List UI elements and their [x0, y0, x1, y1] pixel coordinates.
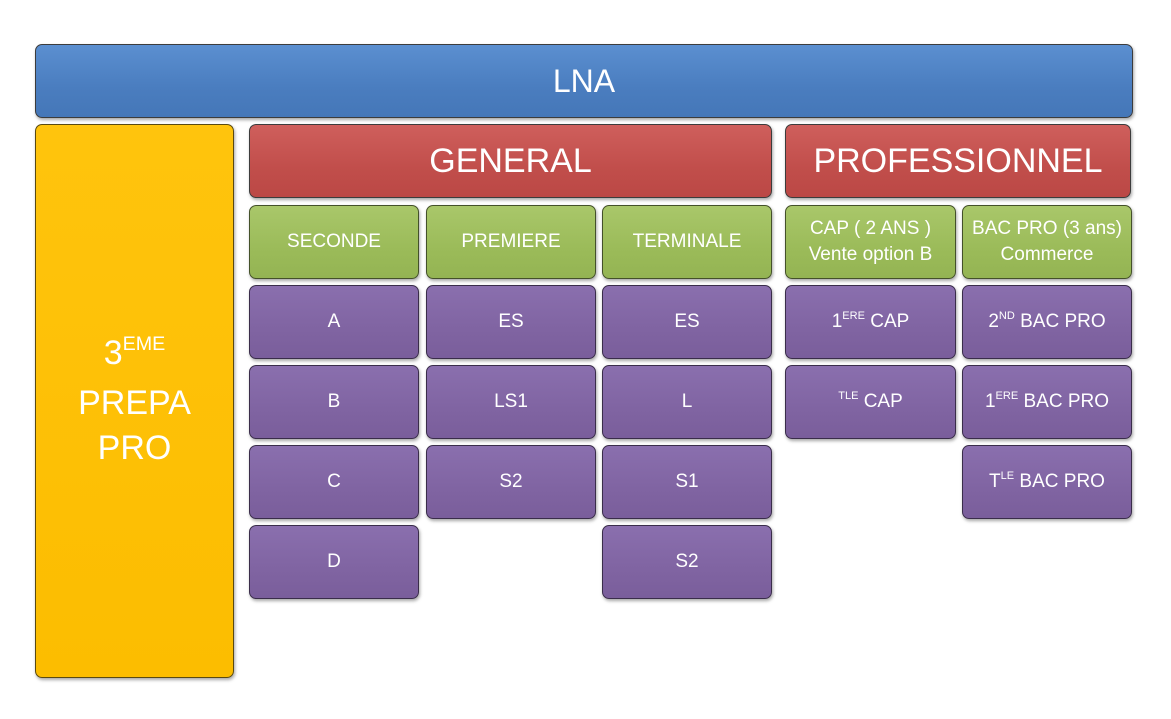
cell-label: TLE CAP	[838, 390, 903, 412]
premiere-header: PREMIERE	[426, 205, 596, 279]
general-header: GENERAL	[249, 124, 772, 198]
bac-pro-terminale: TLE BAC PRO	[962, 445, 1132, 519]
cell-label: ES	[674, 311, 700, 332]
cell-label: 1ERE CAP	[831, 310, 910, 332]
cell-label: 1ERE BAC PRO	[984, 390, 1110, 412]
terminale-class-s1: S1	[602, 445, 772, 519]
lna-title: LNA	[552, 62, 616, 99]
cap-header: CAP ( 2 ANS ) Vente option B	[785, 205, 956, 279]
seconde-class-d: D	[249, 525, 419, 599]
bac-pro-header: BAC PRO (3 ans) Commerce	[962, 205, 1132, 279]
lna-banner: LNA	[35, 44, 1133, 118]
bac-pro-header-line-2: Commerce	[1000, 244, 1094, 265]
cell-label: S2	[499, 471, 523, 492]
terminale-label: TERMINALE	[632, 231, 742, 252]
seconde-class-c: C	[249, 445, 419, 519]
side-line-1: 3EME	[103, 333, 166, 372]
side-line-3: PRO	[97, 429, 172, 467]
cell-label: ES	[498, 311, 524, 332]
cap-terminale: TLE CAP	[785, 365, 956, 439]
cap-header-line-2: Vente option B	[808, 244, 933, 265]
cell-label: TLE BAC PRO	[989, 470, 1105, 492]
terminale-class-s2: S2	[602, 525, 772, 599]
cell-label: B	[327, 391, 341, 412]
cell-label: D	[327, 551, 341, 572]
cell-label: A	[327, 311, 341, 332]
premiere-label: PREMIERE	[461, 231, 561, 252]
terminale-class-l: L	[602, 365, 772, 439]
cell-label: L	[681, 391, 693, 412]
cell-label: 2ND BAC PRO	[988, 310, 1106, 332]
premiere-class-es: ES	[426, 285, 596, 359]
premiere-class-ls1: LS1	[426, 365, 596, 439]
terminale-header: TERMINALE	[602, 205, 772, 279]
bac-pro-premiere: 1ERE BAC PRO	[962, 365, 1132, 439]
seconde-header: SECONDE	[249, 205, 419, 279]
cell-label: S1	[675, 471, 699, 492]
cap-header-line-1: CAP ( 2 ANS )	[809, 218, 932, 239]
professionnel-title: PROFESSIONNEL	[813, 141, 1103, 180]
side-line-2: PREPA	[78, 384, 191, 422]
prepa-pro-box: 3EME PREPA PRO	[35, 124, 234, 678]
cell-label: LS1	[494, 391, 528, 412]
cell-label: C	[327, 471, 341, 492]
seconde-class-a: A	[249, 285, 419, 359]
premiere-class-s2: S2	[426, 445, 596, 519]
seconde-class-b: B	[249, 365, 419, 439]
general-title: GENERAL	[429, 141, 592, 180]
cell-label: S2	[675, 551, 699, 572]
bac-pro-header-line-1: BAC PRO (3 ans)	[972, 218, 1122, 239]
professionnel-header: PROFESSIONNEL	[785, 124, 1131, 198]
cap-year-1: 1ERE CAP	[785, 285, 956, 359]
seconde-label: SECONDE	[287, 231, 381, 252]
terminale-class-es: ES	[602, 285, 772, 359]
bac-pro-seconde: 2ND BAC PRO	[962, 285, 1132, 359]
